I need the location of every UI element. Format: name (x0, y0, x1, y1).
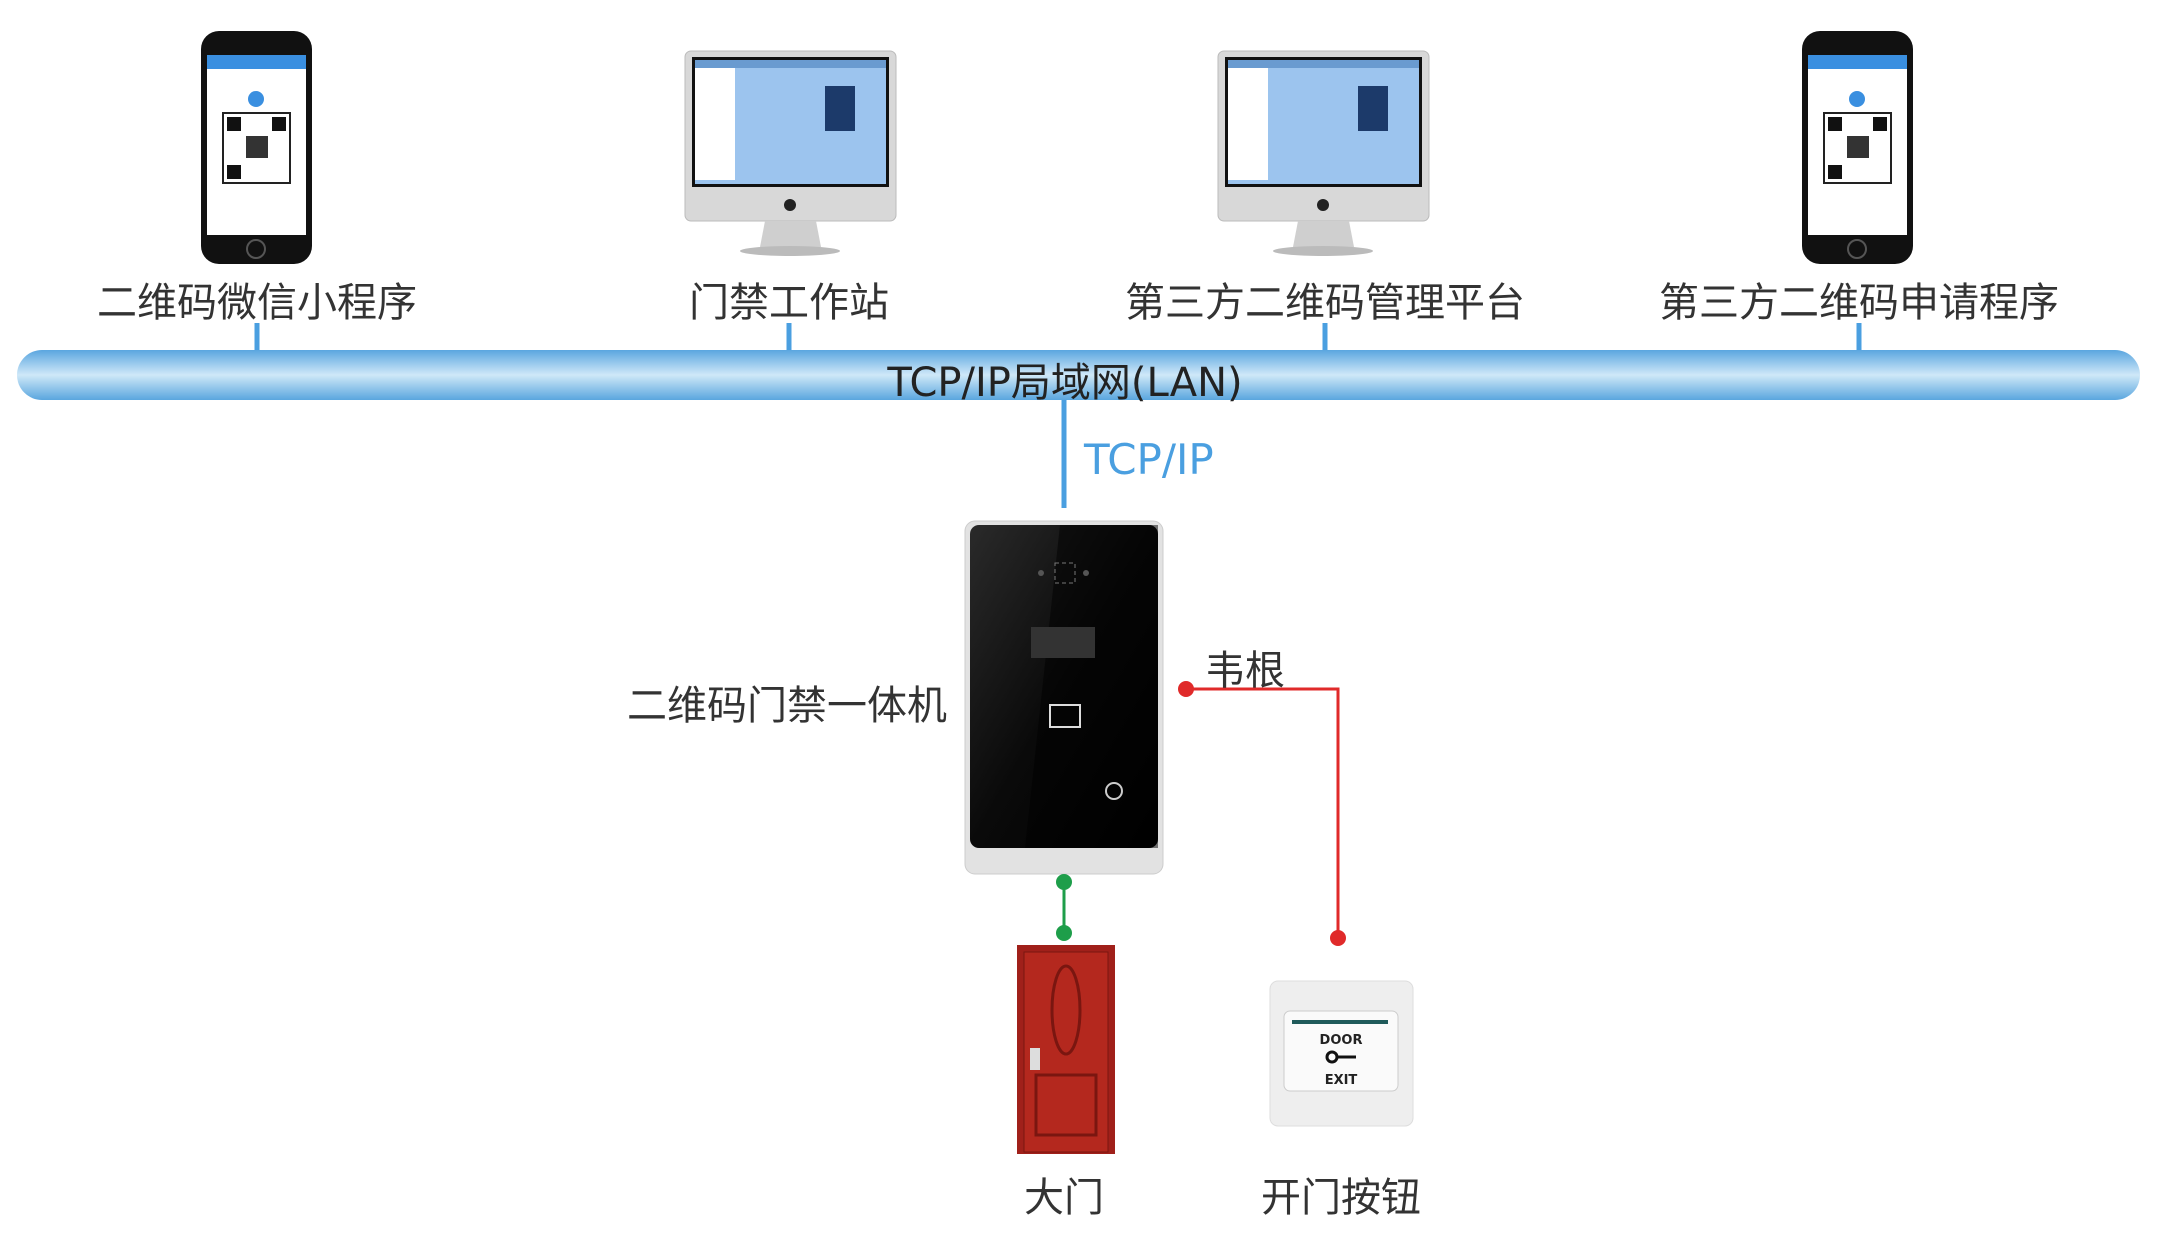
workstation-monitor-icon (684, 50, 897, 257)
client-label-platform: 第三方二维码管理平台 (1125, 280, 1525, 326)
device-label: 二维码门禁一体机 (627, 683, 947, 729)
qr-access-terminal (964, 520, 1164, 875)
third-party-app-phone-icon (1801, 30, 1914, 265)
exit-button-face-top: DOOR (1320, 1033, 1363, 1048)
wechat-miniprogram-phone-icon (200, 30, 313, 265)
door-icon (1017, 945, 1115, 1154)
wiegand-dot-start (1178, 681, 1194, 697)
door-label: 大门 (1024, 1175, 1104, 1221)
tcpip-link-label: TCP/IP (1084, 435, 1214, 484)
exit-button-face-bottom: EXIT (1325, 1073, 1358, 1088)
client-connectors (254, 323, 1862, 352)
door-link-dot-top (1056, 874, 1072, 890)
wiegand-line (1186, 687, 1340, 938)
lan-bus (17, 350, 2140, 400)
wiegand-label: 韦根 (1205, 648, 1285, 694)
client-label-wechat: 二维码微信小程序 (97, 280, 417, 326)
exit-button-label: 开门按钮 (1261, 1175, 1421, 1221)
exit-button-icon: DOOR EXIT (1269, 980, 1414, 1127)
third-party-platform-monitor-icon (1217, 50, 1430, 257)
client-label-workstation: 门禁工作站 (689, 280, 889, 326)
door-link-dot-bottom (1056, 925, 1072, 941)
client-label-app: 第三方二维码申请程序 (1659, 280, 2059, 326)
doorbell-icon (1105, 782, 1123, 800)
wiegand-dot-end (1330, 930, 1346, 946)
card-reader-icon (1049, 704, 1081, 728)
lan-bus-label: TCP/IP局域网(LAN) (887, 360, 1243, 406)
